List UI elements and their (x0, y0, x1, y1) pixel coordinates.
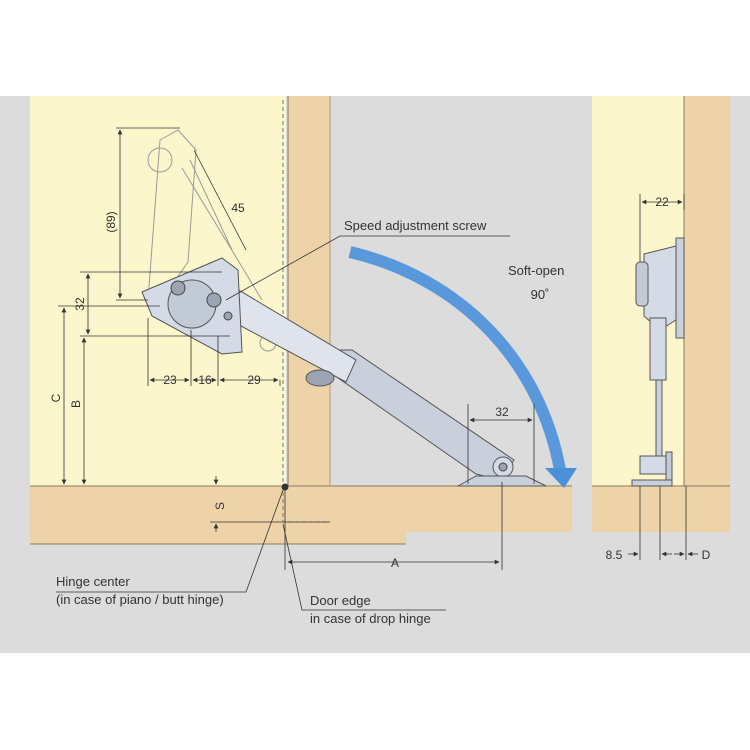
hinge-center-dot (281, 483, 289, 491)
dim-a: A (391, 556, 399, 570)
dim-89: (89) (104, 211, 118, 232)
door-mount-plate (456, 475, 547, 487)
side-view-door (592, 486, 730, 532)
angle-label: 90˚ (531, 287, 550, 302)
dim-32-horizontal: 32 (495, 405, 509, 419)
dim-c: C (49, 393, 63, 402)
dimension-texts: (89) 45 32 C B 23 16 29 32 S A 22 8.5 D (49, 195, 711, 570)
door-edge-note: in case of drop hinge (310, 611, 431, 626)
dim-s: S (213, 502, 227, 510)
dim-29: 29 (247, 373, 261, 387)
dim-22: 22 (655, 195, 669, 209)
lower-panel (30, 532, 406, 544)
side-view-hinge (631, 237, 685, 487)
door-panel (30, 486, 572, 532)
damper-cap (305, 369, 335, 387)
dim-b: B (69, 400, 83, 408)
dim-16: 16 (198, 373, 212, 387)
door-edge-label: Door edge (310, 593, 371, 608)
dim-d: D (702, 548, 711, 562)
hinge-center-note: (in case of piano / butt hinge) (56, 592, 224, 607)
curved-arrow-icon (545, 468, 577, 488)
soft-open-label: Soft-open (508, 263, 564, 278)
arm-end-pin (498, 462, 508, 472)
speed-screw-icon (206, 292, 222, 308)
dim-23: 23 (163, 373, 177, 387)
hinge-mechanism (141, 257, 547, 487)
dim-45: 45 (231, 201, 245, 215)
pivot-icon (223, 311, 233, 321)
screw-icon (170, 280, 186, 296)
soft-open-arc (348, 246, 566, 472)
dim-8-5: 8.5 (606, 548, 623, 562)
dim-32-vertical: 32 (73, 297, 87, 311)
callout-texts: Speed adjustment screw Soft-open 90˚ Hin… (56, 218, 564, 626)
speed-screw-label: Speed adjustment screw (344, 218, 487, 233)
dimension-lines (56, 127, 535, 611)
side-panel (288, 96, 330, 486)
side-view-panel (684, 96, 730, 486)
hinge-center-label: Hinge center (56, 574, 130, 589)
side-view-dimensions (628, 194, 698, 560)
